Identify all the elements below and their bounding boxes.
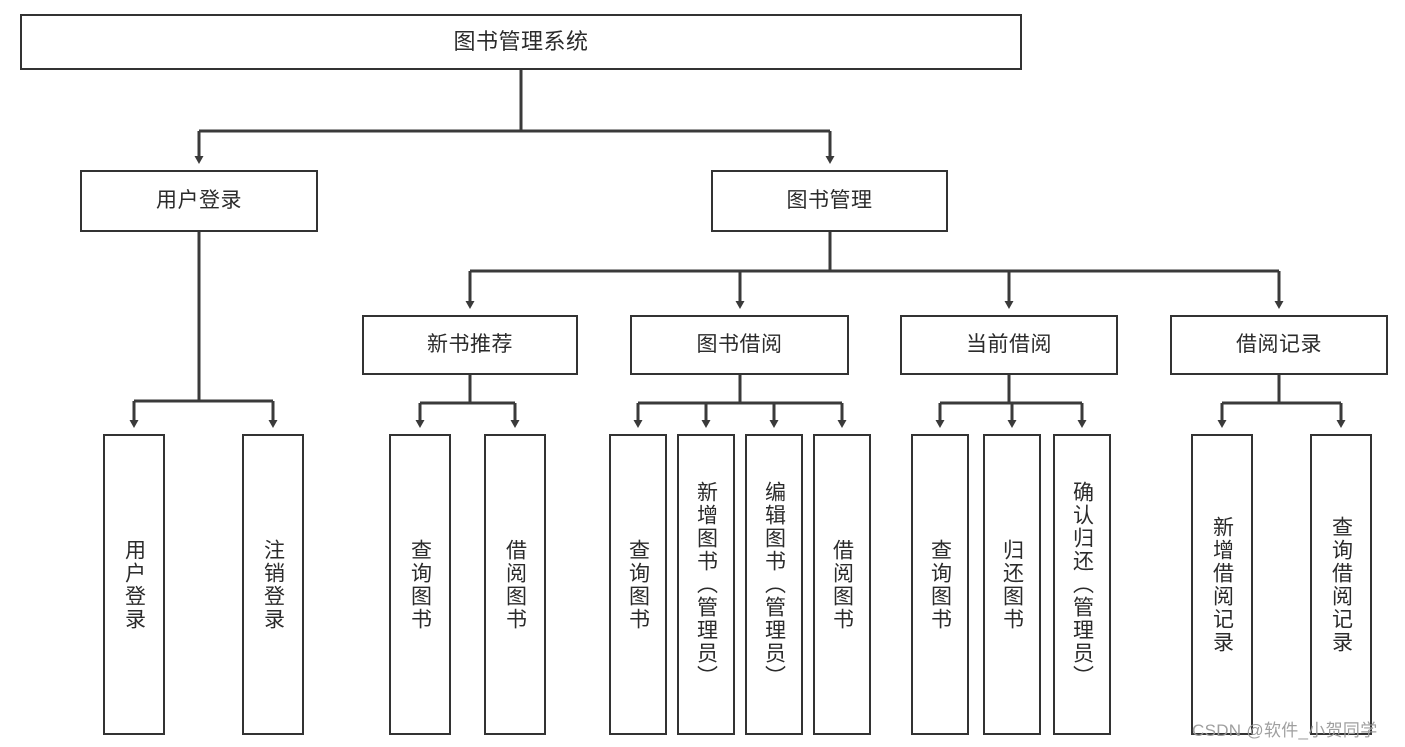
node-book-borrow[interactable]: 图书借阅 (630, 315, 849, 375)
node-label: 新增图书（管理员） (694, 481, 718, 688)
node-label: 确认归还（管理员） (1070, 481, 1094, 688)
node-label: 借阅图书 (503, 538, 527, 631)
node-leaf-add-borrow-record[interactable]: 新增借阅记录 (1191, 434, 1253, 735)
node-leaf-user-login[interactable]: 用户登录 (103, 434, 165, 735)
csdn-watermark: CSDN @软件_小贺同学 (1192, 721, 1378, 740)
node-user-login[interactable]: 用户登录 (80, 170, 318, 232)
node-book-management[interactable]: 图书管理 (711, 170, 948, 232)
node-leaf-query-book-2[interactable]: 查询图书 (609, 434, 667, 735)
node-label: 当前借阅 (966, 333, 1052, 357)
node-label: 图书管理 (786, 189, 873, 213)
node-leaf-confirm-return[interactable]: 确认归还（管理员） (1053, 434, 1111, 735)
node-label: 用户登录 (156, 189, 242, 213)
node-leaf-query-borrow-record[interactable]: 查询借阅记录 (1310, 434, 1372, 735)
node-leaf-query-book-3[interactable]: 查询图书 (911, 434, 969, 735)
node-label: 归还图书 (1000, 538, 1024, 631)
node-label: 借阅记录 (1236, 333, 1322, 357)
node-leaf-borrow-book-1[interactable]: 借阅图书 (484, 434, 546, 735)
node-label: 图书借阅 (696, 333, 783, 357)
node-label: 用户登录 (122, 538, 146, 631)
node-label: 查询图书 (626, 538, 650, 631)
node-new-book-recommend[interactable]: 新书推荐 (362, 315, 578, 375)
node-label: 新增借阅记录 (1210, 515, 1234, 654)
node-label: 编辑图书（管理员） (762, 481, 786, 688)
node-label: 借阅图书 (830, 538, 854, 631)
node-label: 图书管理系统 (453, 28, 589, 54)
node-leaf-borrow-book-2[interactable]: 借阅图书 (813, 434, 871, 735)
node-leaf-edit-book[interactable]: 编辑图书（管理员） (745, 434, 803, 735)
node-current-borrow[interactable]: 当前借阅 (900, 315, 1118, 375)
node-label: 查询借阅记录 (1329, 515, 1353, 654)
node-label: 注销登录 (261, 538, 285, 631)
node-leaf-user-logout[interactable]: 注销登录 (242, 434, 304, 735)
node-borrow-record[interactable]: 借阅记录 (1170, 315, 1388, 375)
node-leaf-query-book-1[interactable]: 查询图书 (389, 434, 451, 735)
node-root-system[interactable]: 图书管理系统 (20, 14, 1022, 70)
node-leaf-return-book[interactable]: 归还图书 (983, 434, 1041, 735)
node-label: 查询图书 (408, 538, 432, 631)
node-leaf-add-book[interactable]: 新增图书（管理员） (677, 434, 735, 735)
node-label: 新书推荐 (427, 333, 513, 357)
node-label: 查询图书 (928, 538, 952, 631)
